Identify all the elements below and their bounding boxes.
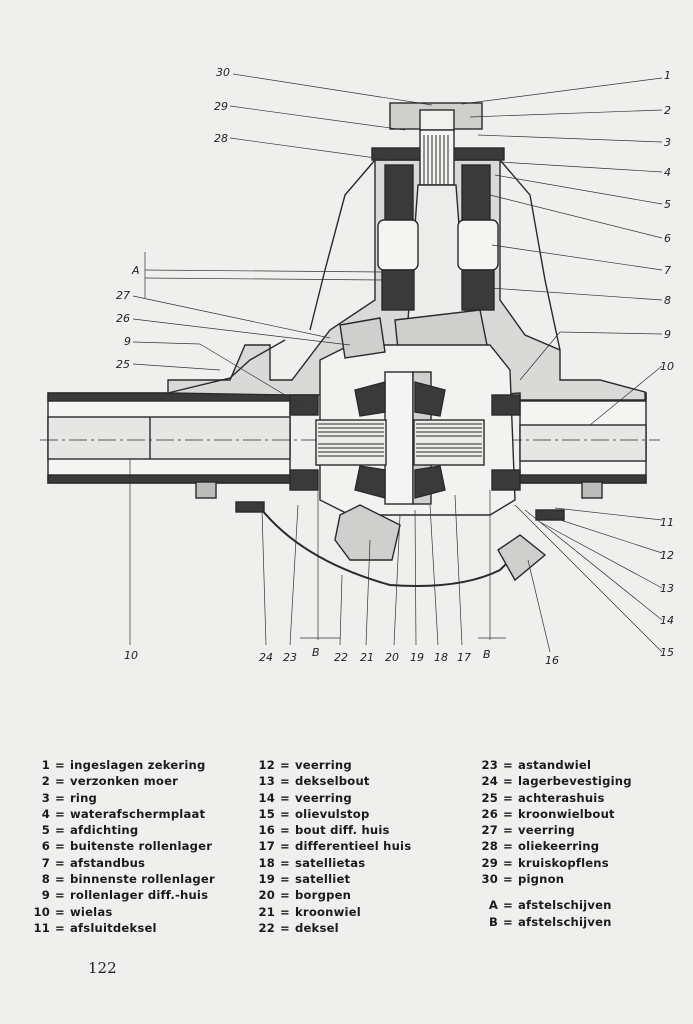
legend-item: 28=oliekeerring bbox=[481, 839, 600, 854]
legend-item: A=afstelschijven bbox=[488, 898, 612, 913]
legend-item: 24=lagerbevestiging bbox=[481, 774, 632, 789]
callout-22: 22 bbox=[334, 651, 348, 664]
legend-item: 6=buitenste rollenlager bbox=[41, 839, 213, 854]
legend-item: 4=waterafschermplaat bbox=[41, 806, 206, 821]
legend-item: 14=veerring bbox=[258, 790, 352, 805]
legend-item: 16=bout diff. huis bbox=[258, 823, 390, 838]
callout-1: 1 bbox=[664, 69, 671, 82]
legend-item: 15=olievulstop bbox=[258, 806, 370, 821]
callout-28: 28 bbox=[214, 132, 228, 145]
legend-item: 17=differentieel huis bbox=[258, 839, 412, 854]
legend-item: 2=verzonken moer bbox=[41, 774, 179, 789]
legend-column-3: 23=astandwiel 24=lagerbevestiging 25=ach… bbox=[478, 757, 632, 930]
callout-7: 7 bbox=[664, 264, 671, 277]
legend-item: 8=binnenste rollenlager bbox=[41, 872, 215, 887]
legend-item: 27=veerring bbox=[481, 823, 575, 838]
legend-column-1: 1=ingeslagen zekering 2=verzonken moer 3… bbox=[30, 757, 215, 936]
differential-drawing bbox=[40, 102, 660, 587]
callout-13: 13 bbox=[660, 582, 674, 595]
callout-A: A bbox=[131, 264, 140, 277]
callout-B-left: B bbox=[312, 646, 320, 659]
callout-leader-lines bbox=[129, 73, 663, 653]
legend-item: 26=kroonwielbout bbox=[481, 806, 615, 821]
page-number: 122 bbox=[88, 959, 117, 977]
legend-item: 21=kroonwiel bbox=[258, 904, 361, 919]
callout-25: 25 bbox=[116, 358, 130, 371]
callout-20: 20 bbox=[385, 651, 399, 664]
legend-item: 29=kruiskopflens bbox=[481, 855, 609, 870]
callout-10-left: 10 bbox=[124, 649, 138, 662]
callout-18: 18 bbox=[434, 651, 448, 664]
callout-3: 3 bbox=[664, 136, 671, 149]
callout-9-left: 9 bbox=[124, 335, 131, 348]
legend-item: 10=wielas bbox=[33, 904, 113, 919]
legend-spacer bbox=[478, 887, 632, 897]
legend-item: 25=achterashuis bbox=[481, 790, 605, 805]
legend-item: 1=ingeslagen zekering bbox=[41, 758, 206, 772]
differential-cross-section-diagram: 30 29 28 1 2 3 4 5 6 7 8 9 10 A 27 26 9 … bbox=[40, 66, 674, 667]
callout-6: 6 bbox=[664, 232, 671, 245]
legend-item: 23=astandwiel bbox=[481, 758, 592, 772]
callout-21: 21 bbox=[360, 651, 374, 664]
legend-item: 9=rollenlager diff.-huis bbox=[41, 888, 209, 903]
callout-29: 29 bbox=[214, 100, 228, 113]
callout-10-right: 10 bbox=[660, 360, 674, 373]
callout-15: 15 bbox=[660, 646, 674, 659]
legend-item: 20=borgpen bbox=[258, 888, 352, 903]
legend-item: 5=afdichting bbox=[41, 823, 139, 838]
legend-item: 30=pignon bbox=[481, 872, 565, 887]
legend-item: 12=veerring bbox=[258, 758, 352, 772]
callout-8: 8 bbox=[664, 294, 671, 307]
callout-11: 11 bbox=[660, 516, 674, 529]
callout-14: 14 bbox=[660, 614, 674, 627]
legend-item: 18=satellietas bbox=[258, 855, 366, 870]
legend-item: 13=dekselbout bbox=[258, 774, 370, 789]
callout-12: 12 bbox=[660, 549, 674, 562]
callout-5: 5 bbox=[664, 198, 671, 211]
callout-30: 30 bbox=[216, 66, 230, 79]
callout-19: 19 bbox=[410, 651, 424, 664]
callout-2: 2 bbox=[664, 104, 671, 117]
legend-column-2: 12=veerring 13=dekselbout 14=veerring 15… bbox=[255, 757, 411, 936]
callout-23: 23 bbox=[283, 651, 297, 664]
legend-item: 11=afsluitdeksel bbox=[33, 920, 157, 935]
legend-item: 22=deksel bbox=[258, 920, 339, 935]
legend-item: 19=satelliet bbox=[258, 872, 351, 887]
callout-9-right: 9 bbox=[664, 328, 671, 341]
legend-item: 3=ring bbox=[41, 790, 98, 805]
callout-26: 26 bbox=[116, 312, 130, 325]
callout-B-right: B bbox=[483, 648, 491, 661]
legend-item: 7=afstandbus bbox=[41, 855, 146, 870]
callout-16: 16 bbox=[545, 654, 559, 667]
callout-4: 4 bbox=[664, 166, 671, 179]
callout-17: 17 bbox=[457, 651, 471, 664]
callout-24: 24 bbox=[259, 651, 273, 664]
callout-27: 27 bbox=[116, 289, 130, 302]
legend-item: B=afstelschijven bbox=[488, 914, 612, 929]
